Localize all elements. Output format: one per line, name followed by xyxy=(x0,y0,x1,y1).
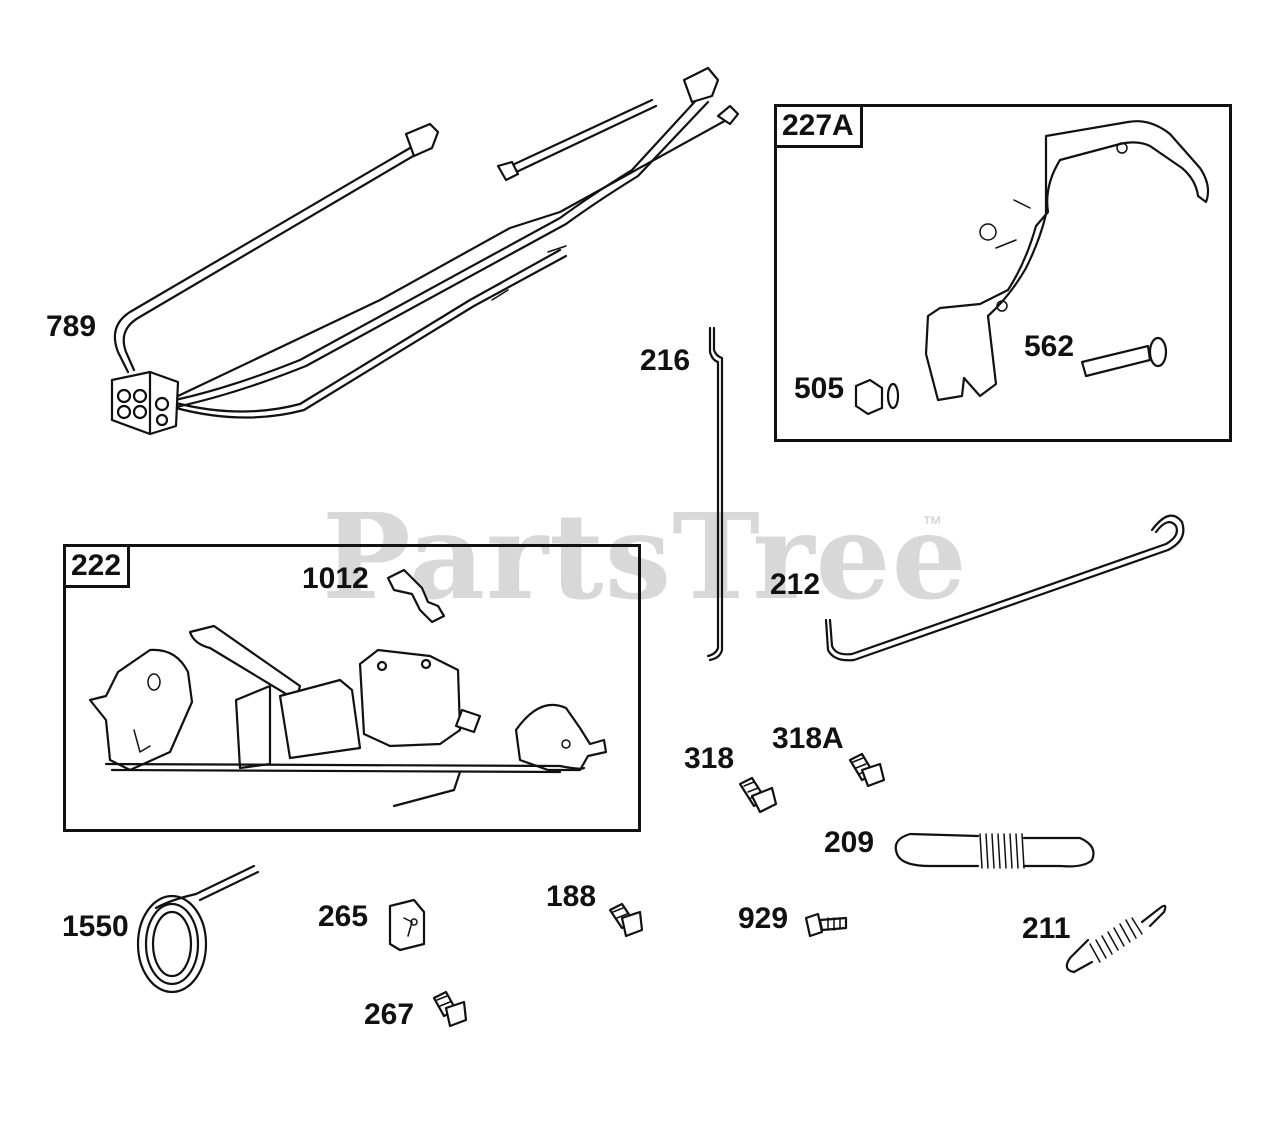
label-789[interactable]: 789 xyxy=(46,310,97,343)
part-212-link-rod[interactable] xyxy=(824,514,1185,662)
part-1012-clip[interactable] xyxy=(386,568,446,624)
part-211-spring[interactable] xyxy=(1065,904,1167,974)
label-212[interactable]: 212 xyxy=(770,568,821,601)
label-1550[interactable]: 1550 xyxy=(62,910,129,943)
part-505-nut[interactable] xyxy=(854,378,900,416)
label-318[interactable]: 318 xyxy=(684,742,735,775)
part-267-screw[interactable] xyxy=(432,990,468,1028)
watermark: PartsTree xyxy=(322,487,968,626)
box-227A-tag: 227A xyxy=(777,107,863,148)
part-227A-bracket[interactable] xyxy=(924,120,1210,402)
box-222-tag: 222 xyxy=(66,547,131,588)
part-318A-screw[interactable] xyxy=(848,752,886,788)
detail-box-222: 222 xyxy=(63,544,641,832)
part-562-pin[interactable] xyxy=(1080,336,1168,378)
label-505[interactable]: 505 xyxy=(794,372,845,405)
label-211[interactable]: 211 xyxy=(1022,912,1071,945)
label-562[interactable]: 562 xyxy=(1024,330,1075,363)
trademark-mark: ™ xyxy=(922,513,942,535)
part-188-screw[interactable] xyxy=(608,902,644,938)
part-265-clip[interactable] xyxy=(388,898,426,952)
part-929-bolt[interactable] xyxy=(804,912,848,938)
part-216-link-rod[interactable] xyxy=(706,326,724,662)
part-1550-spring[interactable] xyxy=(136,864,260,994)
label-318A[interactable]: 318A xyxy=(772,722,844,755)
label-929[interactable]: 929 xyxy=(738,902,789,935)
label-209[interactable]: 209 xyxy=(824,826,875,859)
part-789-wiring-harness[interactable] xyxy=(110,66,740,436)
part-318-screw[interactable] xyxy=(738,776,778,814)
detail-box-227A: 227A xyxy=(774,104,1232,442)
label-216[interactable]: 216 xyxy=(640,344,691,377)
label-267[interactable]: 267 xyxy=(364,998,415,1031)
label-1012[interactable]: 1012 xyxy=(302,562,369,595)
part-209-spring[interactable] xyxy=(894,832,1095,869)
part-222-governor-assembly[interactable] xyxy=(88,624,608,808)
label-265[interactable]: 265 xyxy=(318,900,369,933)
label-188[interactable]: 188 xyxy=(546,880,597,913)
